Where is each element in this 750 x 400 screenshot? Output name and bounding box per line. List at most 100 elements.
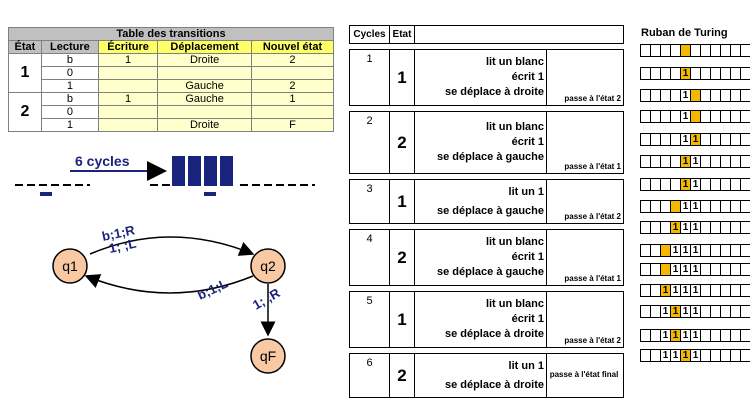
deplacement-cell: Gauche (157, 79, 252, 93)
transition-table-title: Table des transitions (8, 27, 334, 41)
tape-cell (740, 110, 750, 123)
cycle-number: 1 (349, 49, 390, 106)
transition-table: Table des transitions État Lecture Écrit… (8, 27, 335, 132)
col-etat: Etat (389, 25, 415, 44)
edge-q1-q2 (89, 236, 255, 256)
state-qf-label: qF (260, 348, 276, 364)
cycle-state: 2 (389, 111, 415, 174)
action-line: écrit 1 (511, 136, 544, 148)
lecture-cell: 0 (40, 105, 99, 119)
tape-cell (740, 133, 750, 146)
state-q1-label: q1 (62, 258, 78, 274)
tape-block (220, 156, 233, 186)
cycles-label: 6 cycles (75, 153, 130, 169)
cycle-row: 6 2 lit un 1 se déplace à droite passe à… (349, 353, 624, 398)
ecriture-cell (97, 105, 159, 119)
table-row: 0 (9, 66, 335, 80)
tape-cell (740, 305, 750, 318)
action-line: lit un blanc (485, 121, 544, 133)
tape-row: 1 (640, 67, 750, 80)
table-row: 1 Droite F (9, 118, 335, 132)
table-row: 2 b 1 Gauche 1 (8, 92, 335, 132)
edge-q2-q1 (84, 274, 254, 294)
table-row: 0 (9, 105, 335, 119)
col-etat: État (8, 40, 42, 54)
lecture-cell: 1 (40, 118, 99, 132)
tape-cell (740, 244, 750, 257)
cycle-row: 5 1 lit un blanc écrit 1 se déplace à dr… (349, 291, 624, 348)
action-line: se déplace à droite (444, 328, 544, 340)
action-line: lit un blanc (485, 56, 544, 68)
action-line: lit un blanc (485, 298, 544, 310)
cycle-actions: lit un 1 se déplace à droite (414, 353, 547, 398)
state-q2-label: q2 (260, 258, 276, 274)
head-marker-initial (40, 192, 52, 196)
tape-cell (740, 284, 750, 297)
cycle-state: 1 (389, 291, 415, 348)
state-q2 (250, 248, 286, 284)
table-row: 1 Gauche 2 (9, 79, 335, 93)
edge-label: 1; ;R (250, 285, 283, 313)
cycle-state: 2 (389, 353, 415, 398)
cycle-transition: passe à l'état 1 (546, 229, 624, 286)
action-line: se déplace à gauche (437, 204, 544, 217)
nouvel-etat-cell (250, 105, 335, 119)
state-q1 (52, 248, 88, 284)
action-line: se déplace à droite (444, 378, 544, 391)
edge-label: 1; ;L (108, 236, 138, 256)
action-line: lit un blanc (485, 236, 544, 248)
cycle-row: 1 1 lit un blanc écrit 1 se déplace à dr… (349, 49, 624, 106)
action-line: écrit 1 (511, 313, 544, 325)
col-deplacement: Déplacement (157, 40, 252, 54)
ecriture-cell (97, 66, 159, 80)
cycle-actions: lit un blanc écrit 1 se déplace à droite (414, 49, 547, 106)
tape-cell (740, 178, 750, 191)
cycle-table: Cycles Etat 1 1 lit un blanc écrit 1 se … (349, 25, 624, 398)
cycle-number: 4 (349, 229, 390, 286)
cycle-transition: passe à l'état final (546, 353, 624, 398)
state-diagram: 6 cycles b;1;R 1; ;L b;1;L 1; ;R q1 q2 q… (15, 153, 315, 374)
ecriture-cell (97, 79, 159, 93)
tape-cell (740, 221, 750, 234)
action-line: se déplace à gauche (437, 266, 544, 278)
tape-cell (740, 349, 750, 362)
ecriture-cell: 1 (97, 92, 159, 106)
tape-row: 1 (640, 89, 750, 102)
edge-label: b;1;L (195, 276, 230, 303)
etat-cell: 2 (8, 92, 42, 132)
cycle-transition: passe à l'état 2 (546, 291, 624, 348)
table-row: 1 b 1 Droite 2 (8, 53, 335, 93)
tape-cell (740, 89, 750, 102)
tape-cell (740, 200, 750, 213)
action-line: lit un 1 (508, 359, 544, 372)
deplacement-cell (157, 105, 252, 119)
ruban-title: Ruban de Turing (641, 27, 728, 39)
cycle-state: 1 (389, 49, 415, 106)
cycle-transition: passe à l'état 2 (546, 179, 624, 224)
cycle-actions: lit un blanc écrit 1 se déplace à droite (414, 291, 547, 348)
state-qf (250, 338, 286, 374)
action-line: écrit 1 (511, 71, 544, 83)
cycle-state: 1 (389, 179, 415, 224)
tape-row (640, 44, 750, 57)
cycle-actions: lit un blanc écrit 1 se déplace à gauche (414, 229, 547, 286)
cycle-row: 4 2 lit un blanc écrit 1 se déplace à ga… (349, 229, 624, 286)
action-line: écrit 1 (511, 251, 544, 263)
action-line: se déplace à gauche (437, 151, 544, 163)
lecture-cell: b (40, 92, 99, 106)
tape-row: 1 (640, 110, 750, 123)
deplacement-cell: Gauche (157, 92, 252, 106)
tape-cell (740, 263, 750, 276)
lecture-cell: 0 (40, 66, 99, 80)
action-line: se déplace à droite (444, 86, 544, 98)
cycle-row: 2 2 lit un blanc écrit 1 se déplace à ga… (349, 111, 624, 174)
col-blank (414, 25, 624, 44)
